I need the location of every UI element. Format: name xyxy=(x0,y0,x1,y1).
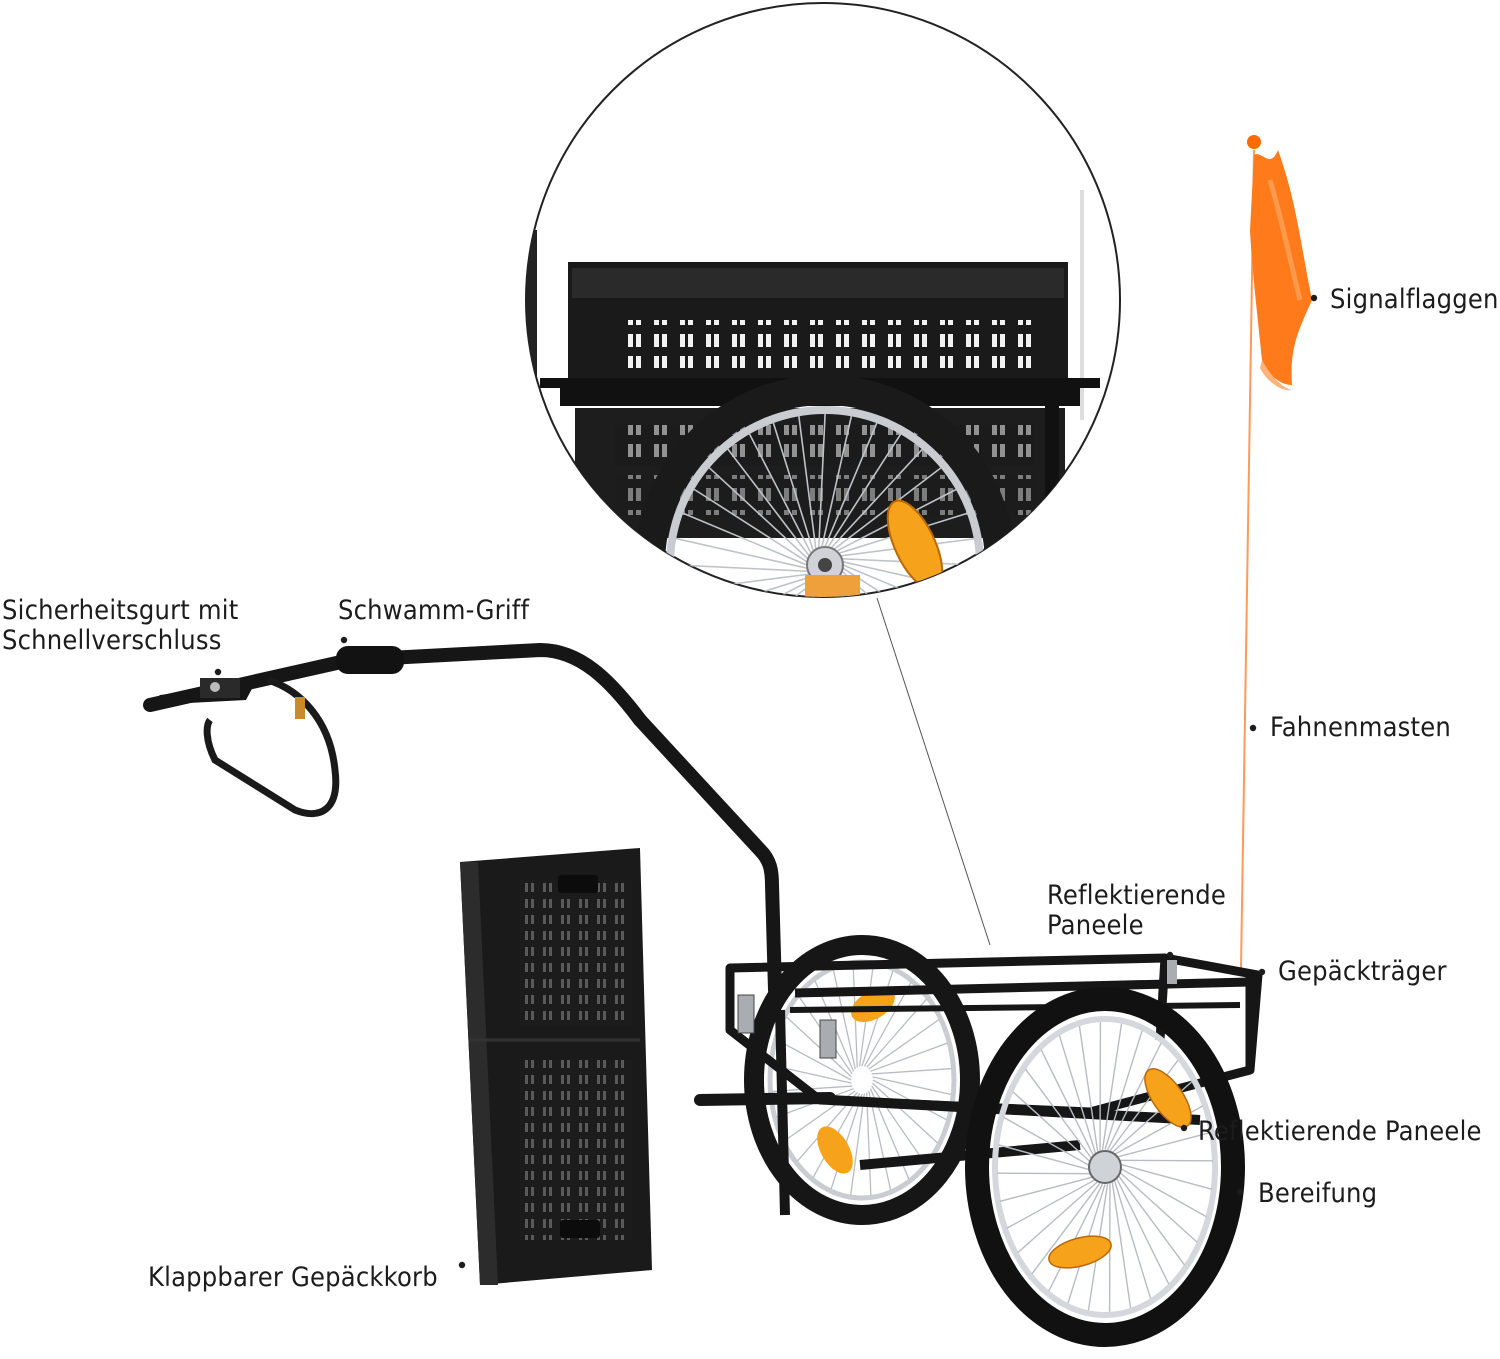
label-flag-pole: Fahnenmasten xyxy=(1270,712,1451,743)
label-safety-belt-line2: Schnellverschluss xyxy=(2,625,222,656)
label-reflective-panels-wheel: Reflektierende Paneele xyxy=(1198,1116,1482,1147)
label-safety-belt-line1: Sicherheitsgurt mit xyxy=(2,595,239,626)
safety-strap xyxy=(203,676,340,818)
label-reflective-panels-top-line2: Paneele xyxy=(1047,910,1144,941)
wheel-reflector xyxy=(1144,1068,1192,1128)
trailer xyxy=(143,642,1263,1347)
front-wheel xyxy=(965,987,1245,1347)
signal-flag-assembly xyxy=(1240,135,1312,969)
folded-basket xyxy=(460,848,652,1285)
flag-pole xyxy=(1240,149,1255,969)
sponge-grip xyxy=(336,646,404,674)
label-luggage-carrier: Gepäckträger xyxy=(1278,956,1447,987)
label-tires: Bereifung xyxy=(1258,1178,1378,1209)
signal-flag xyxy=(1250,150,1312,385)
label-signal-flag: Signalflaggen xyxy=(1330,284,1499,315)
drawbar xyxy=(143,642,782,997)
label-foldable-basket: Klappbarer Gepäckkorb xyxy=(148,1262,438,1293)
label-reflective-panels-top-line1: Reflektierende xyxy=(1047,880,1227,911)
label-sponge-grip: Schwamm-Griff xyxy=(338,595,530,626)
zoom-detail-circle xyxy=(525,2,1121,598)
